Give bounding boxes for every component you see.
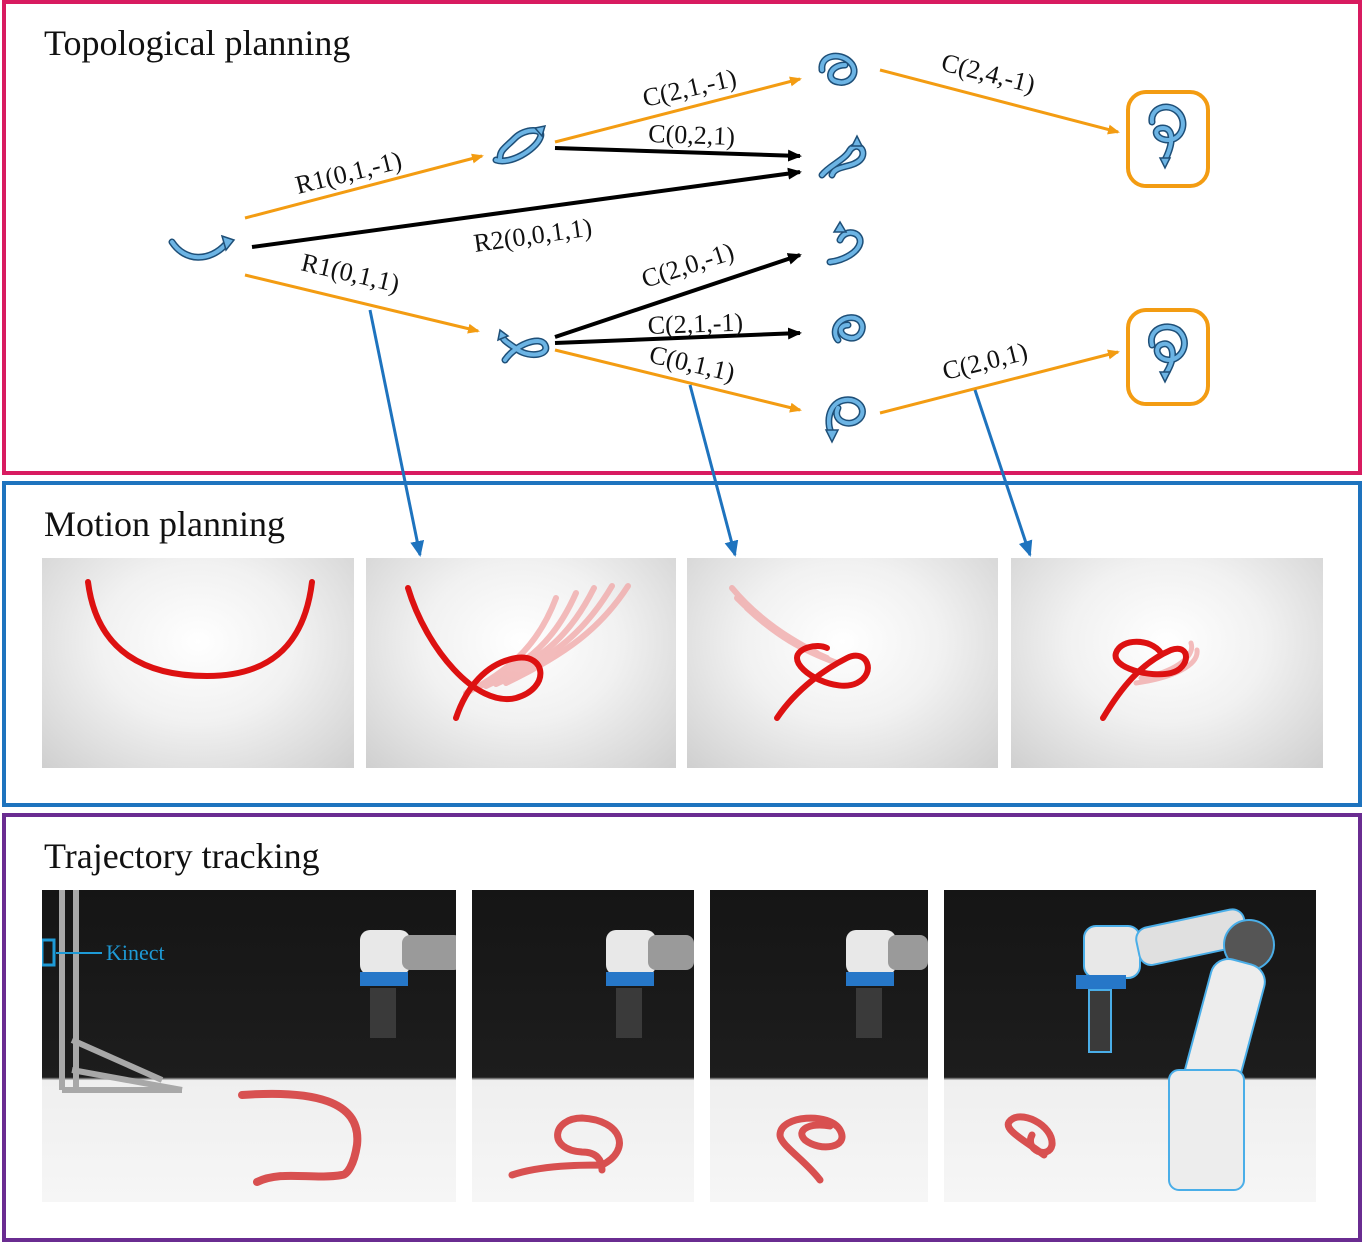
goal-box-1 (1126, 90, 1210, 188)
rope-loop-sim (405, 583, 631, 721)
label-c011: C(0,1,1) (647, 340, 738, 388)
photo-frame-3 (710, 890, 928, 1202)
rope-photo (238, 1089, 362, 1186)
rope-knot-sim (1100, 638, 1200, 721)
photo-frame-2 (472, 890, 694, 1202)
edge-r2 (251, 167, 802, 249)
photo-frame-1: Kinect (42, 890, 456, 1202)
link-arrow-2 (688, 384, 739, 557)
edge-c211a (554, 76, 802, 144)
panel-title-topological: Topological planning (44, 23, 351, 63)
link-arrow-3 (973, 389, 1033, 557)
label-c021: C(0,2,1) (648, 119, 736, 151)
label-c201n: C(2,0,-1) (638, 237, 738, 294)
goal-box-2 (1126, 308, 1210, 406)
photo-frame-4 (944, 890, 1316, 1202)
rope-straight-sim (85, 579, 315, 680)
panel-title-motion: Motion planning (44, 504, 285, 544)
edge-c201 (879, 349, 1120, 415)
sim-frame-3 (687, 558, 998, 768)
kinect-label: Kinect (106, 940, 165, 965)
edge-c211b (554, 327, 802, 345)
label-r2: R2(0,0,1,1) (472, 213, 594, 258)
kinect-stand (59, 890, 183, 1093)
edge-r1-b (244, 273, 480, 334)
edge-r1-a (244, 153, 484, 220)
link-arrow-1 (368, 309, 425, 557)
label-c211a: C(2,1,-1) (640, 63, 739, 113)
label-c211b: C(2,1,-1) (647, 308, 743, 340)
sim-frame-2 (366, 558, 676, 768)
rope-crossing-sim (729, 585, 871, 721)
panel-title-tracking: Trajectory tracking (44, 836, 320, 876)
robot-scene-1 (42, 890, 456, 1186)
robot-scene-3 (776, 930, 928, 1184)
label-c241: C(2,4,-1) (939, 48, 1039, 99)
kinect-outline (42, 938, 56, 967)
edge-c201n (554, 253, 802, 339)
robot-scene-4 (1004, 908, 1275, 1191)
sim-frame-1 (42, 558, 354, 768)
robot-scene-2 (508, 930, 694, 1179)
sim-frame-4 (1011, 558, 1323, 768)
robot-arm (360, 930, 456, 1038)
edge-c021 (554, 146, 802, 162)
edge-c011 (554, 348, 802, 413)
edge-c241 (879, 68, 1120, 135)
robot-full-arm (1076, 908, 1275, 1191)
